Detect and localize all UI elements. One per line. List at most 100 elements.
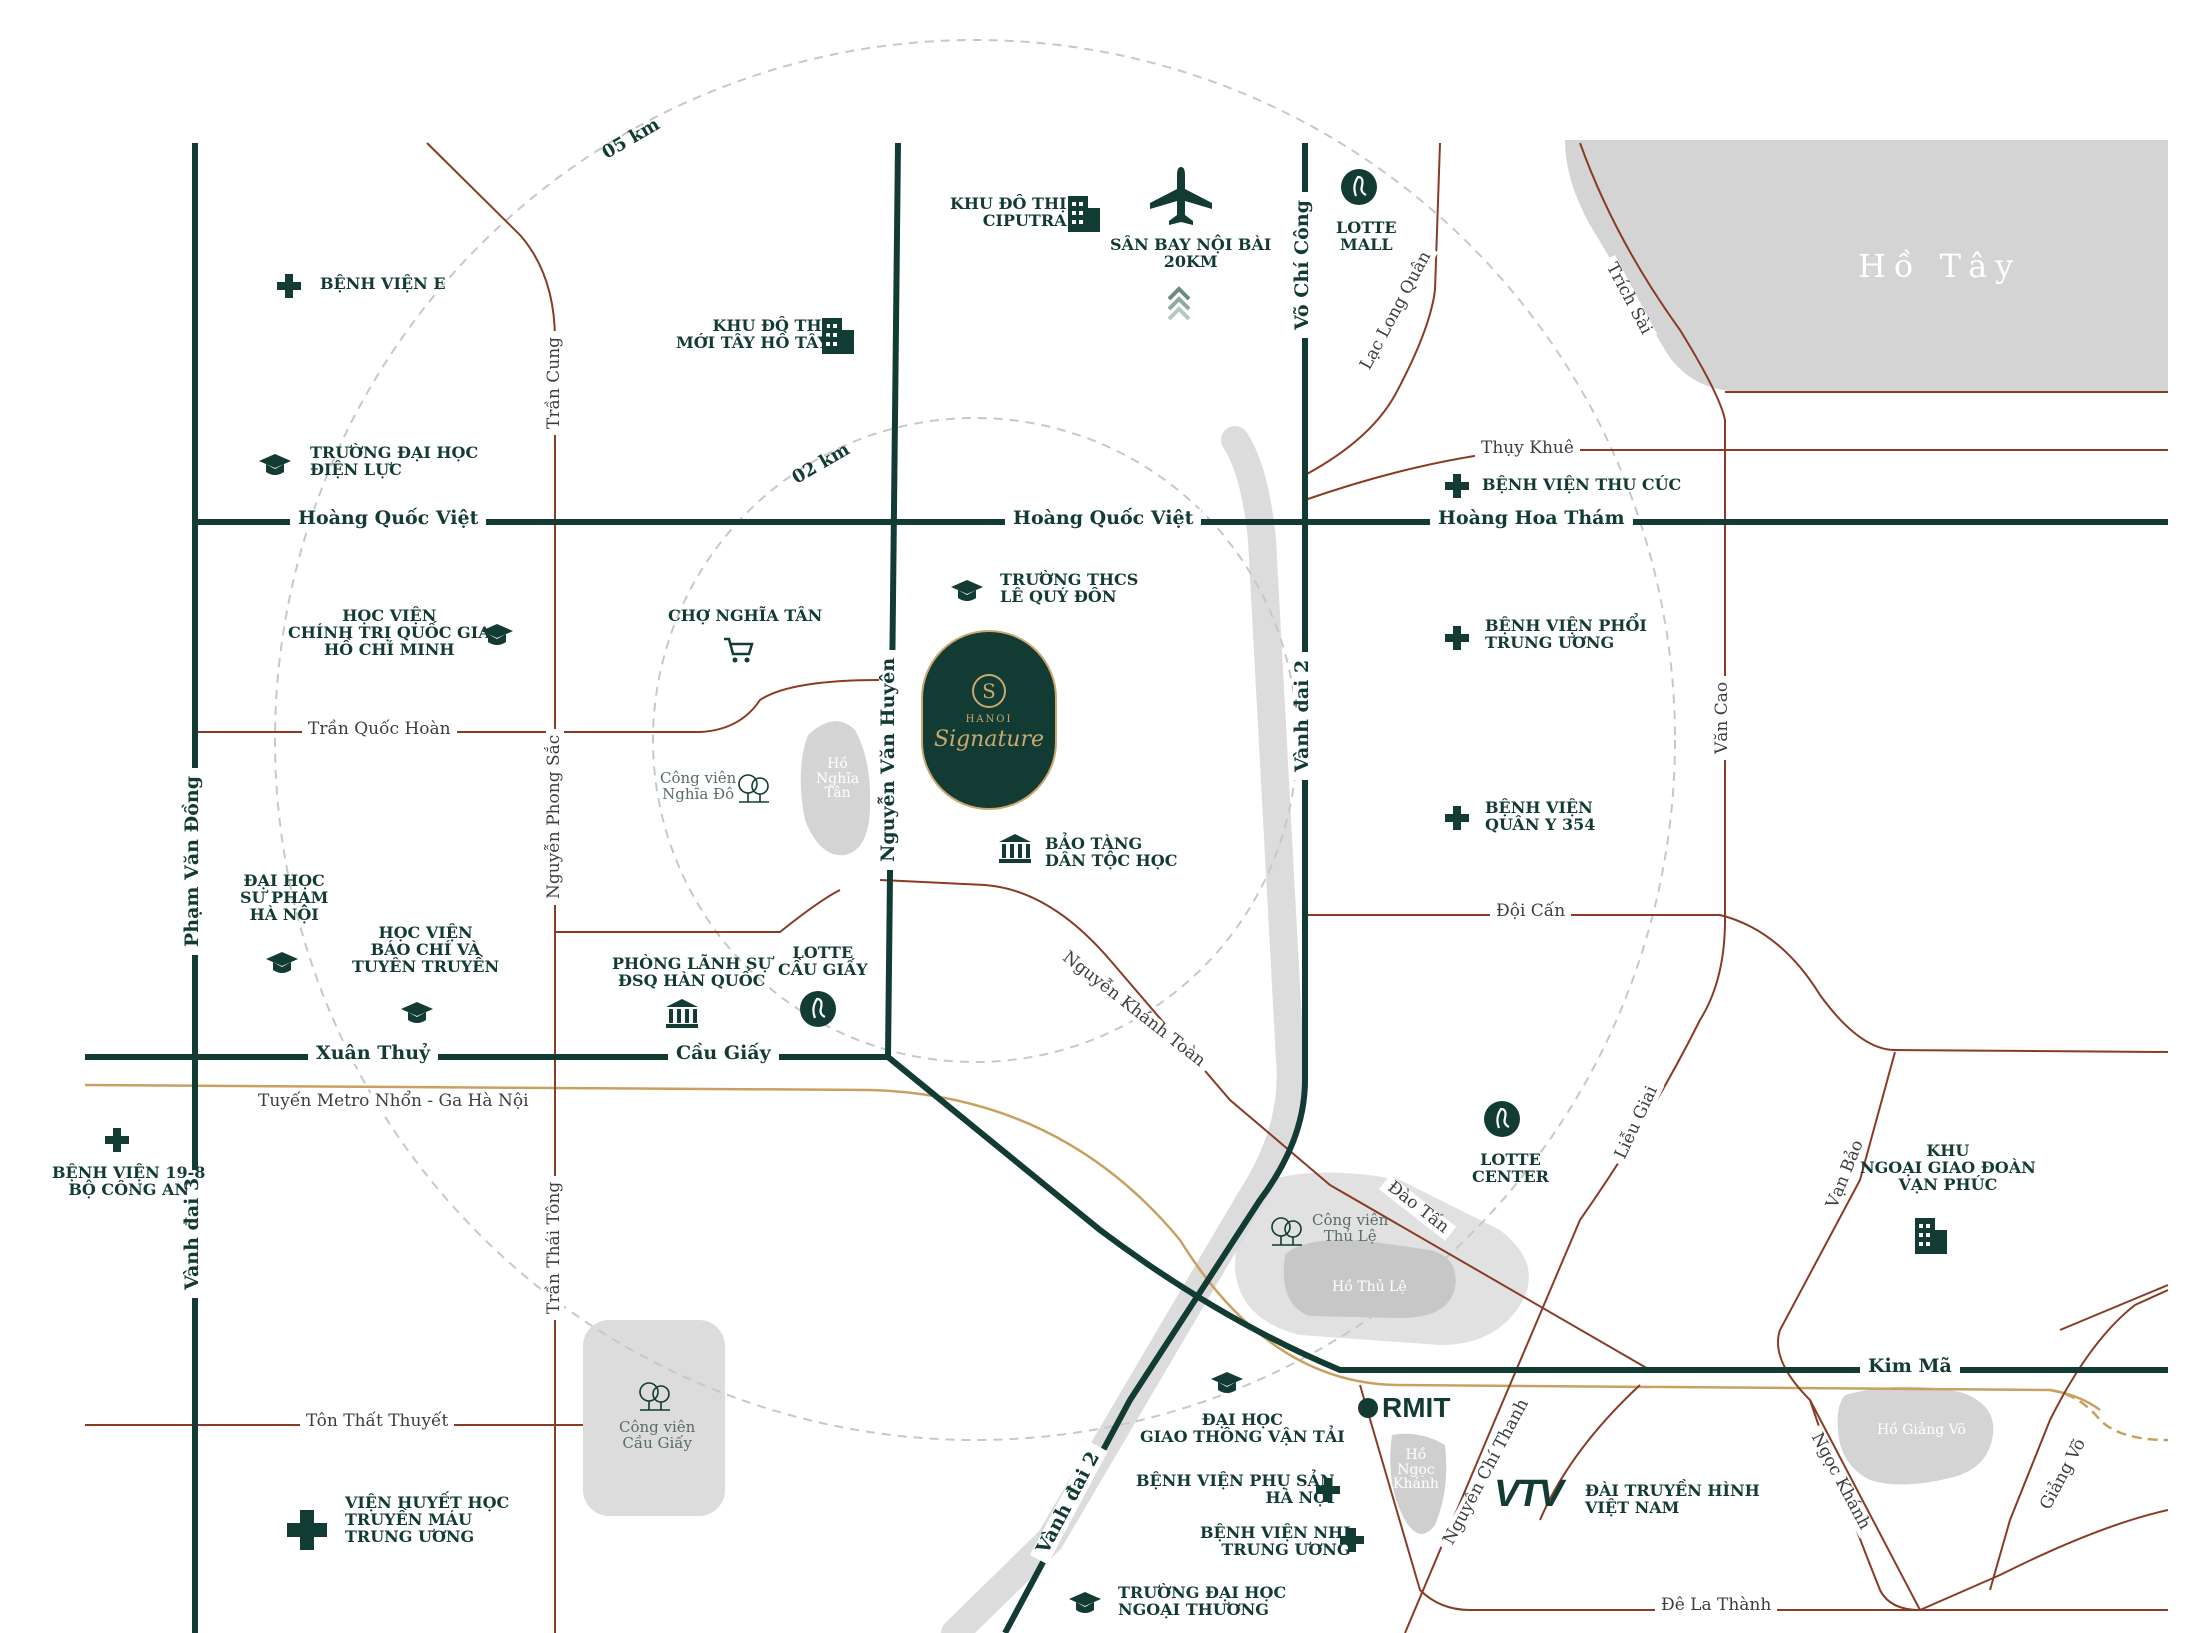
hospital-icon bbox=[1445, 474, 1469, 498]
road-kim-ma: Kim Mã bbox=[1860, 1356, 1960, 1377]
hospital-icon bbox=[1340, 1528, 1364, 1552]
road-pham-van-dong: Phạm Văn Đồng bbox=[181, 768, 203, 955]
road-vanh-dai-2-a: Vành đai 2 bbox=[1291, 651, 1313, 780]
nghia-tan-lake bbox=[800, 721, 871, 856]
building-icon bbox=[1915, 1212, 1949, 1258]
road-van-cao: Văn Cao bbox=[1712, 675, 1732, 760]
school-icon bbox=[1210, 1370, 1244, 1400]
airplane-icon bbox=[1148, 165, 1214, 231]
road-tran-thai-tong: Trần Thái Tông bbox=[544, 1175, 564, 1320]
thu-le-lake bbox=[1283, 1239, 1456, 1318]
project-name-small: HANOI bbox=[965, 714, 1013, 725]
project-logo-icon: S bbox=[972, 674, 1006, 708]
project-name: Signature bbox=[933, 727, 1045, 752]
lotte-icon bbox=[799, 990, 837, 1032]
tree-icon bbox=[1270, 1215, 1304, 1251]
rmit-logo-icon bbox=[1358, 1398, 1378, 1418]
road-tran-cung: Trần Cung bbox=[544, 330, 564, 435]
to-lich-river bbox=[941, 426, 1305, 1633]
road-vo-chi-cong: Võ Chí Công bbox=[1291, 192, 1313, 338]
school-icon bbox=[480, 622, 514, 652]
road-tran-quoc-hoan: Trần Quốc Hoàn bbox=[302, 720, 457, 739]
shopping-cart-icon bbox=[722, 636, 754, 668]
school-icon bbox=[400, 1000, 434, 1030]
hospital-icon bbox=[287, 1510, 327, 1550]
building-icon bbox=[1068, 190, 1102, 236]
metro-line bbox=[84, 1083, 2101, 1412]
hospital-icon bbox=[277, 274, 301, 298]
road-hoang-quoc-viet-2: Hoàng Quốc Việt bbox=[1005, 508, 1202, 529]
lotte-icon bbox=[1340, 168, 1378, 210]
road-ton-that-thuyet: Tôn Thất Thuyết bbox=[300, 1412, 455, 1431]
road-xuan-thuy: Xuân Thuỷ bbox=[308, 1043, 439, 1064]
tree-icon bbox=[638, 1380, 672, 1416]
ngoc-khanh-lake bbox=[1390, 1433, 1447, 1534]
metro-line-label: Tuyến Metro Nhổn - Ga Hà Nội bbox=[252, 1092, 535, 1111]
road-de-la-thanh: Đê La Thành bbox=[1655, 1596, 1778, 1615]
west-lake-label: Hồ Tây bbox=[1858, 247, 2022, 285]
road-hoang-quoc-viet-1: Hoàng Quốc Việt bbox=[290, 508, 487, 529]
rmit-logo-text: RMIT bbox=[1382, 1392, 1451, 1423]
tree-icon bbox=[737, 772, 771, 808]
chevron-up-icon bbox=[1166, 283, 1192, 325]
hospital-icon bbox=[1445, 626, 1469, 650]
road-nguyen-van-huyen: Nguyễn Văn Huyên bbox=[877, 649, 899, 870]
vtv-logo: VTV bbox=[1494, 1473, 1564, 1515]
museum-icon bbox=[998, 832, 1032, 868]
lake-giang-vo: Hồ Giảng Võ bbox=[1877, 1422, 1966, 1438]
school-icon bbox=[265, 950, 299, 980]
hospital-icon bbox=[1445, 806, 1469, 830]
consulate-icon bbox=[665, 997, 699, 1033]
road-nguyen-phong-sac: Nguyễn Phong Sắc bbox=[544, 728, 564, 905]
poi-cho-nghia-tan: CHỢ NGHĨA TÂN bbox=[668, 606, 823, 625]
hospital-icon bbox=[105, 1128, 129, 1152]
school-icon bbox=[258, 452, 292, 482]
project-badge[interactable]: S HANOI Signature bbox=[921, 630, 1057, 810]
road-doi-can: Đội Cấn bbox=[1490, 902, 1572, 921]
lotte-icon bbox=[1483, 1100, 1521, 1142]
school-icon bbox=[950, 578, 984, 608]
hospital-icon bbox=[1316, 1478, 1340, 1502]
road-cau-giay: Cầu Giấy bbox=[668, 1043, 779, 1064]
building-icon bbox=[822, 312, 856, 358]
west-lake bbox=[1565, 140, 2168, 392]
road-thuy-khue: Thụy Khuê bbox=[1475, 439, 1580, 458]
giang-vo-lake bbox=[1837, 1386, 1994, 1485]
lake-thu-le: Hồ Thủ Lệ bbox=[1332, 1279, 1407, 1295]
poi-benh-vien-e: BỆNH VIỆN E bbox=[320, 274, 446, 293]
road-hoang-hoa-tham: Hoàng Hoa Thám bbox=[1430, 508, 1633, 529]
poi-bv-thu-cuc: BỆNH VIỆN THU CÚC bbox=[1482, 475, 1682, 494]
cau-giay-park bbox=[583, 1320, 725, 1516]
school-icon bbox=[1068, 1590, 1102, 1620]
